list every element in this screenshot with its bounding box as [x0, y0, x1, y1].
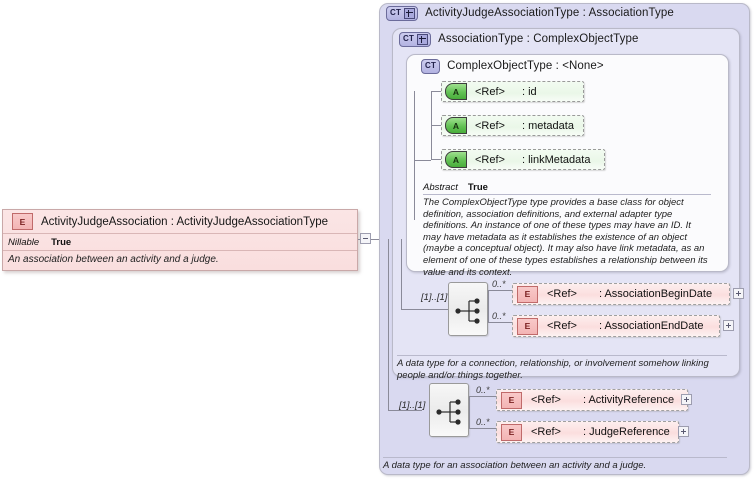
complextype-expand-icon[interactable]: CT [399, 31, 432, 47]
level1-branch-1 [469, 396, 496, 397]
level2-branch-1-riser [488, 290, 489, 310]
element-row-associationbegindate[interactable]: E <Ref> : AssociationBeginDate [512, 283, 730, 305]
level2-cardinality: [1]..[1] [421, 292, 448, 303]
abstract-key: Abstract [423, 182, 458, 193]
element-icon: E [12, 213, 33, 230]
property-value: True [51, 236, 72, 248]
sequence-glyph [455, 298, 480, 324]
attribute-branch-1 [431, 91, 441, 92]
attribute-name: : id [521, 85, 537, 98]
element-icon: E [517, 317, 538, 335]
attribute-row-linkmetadata[interactable]: A <Ref> : linkMetadata [441, 149, 605, 170]
complextype-label-level2: AssociationType : ComplexObjectType [438, 33, 639, 45]
sequence-glyph [436, 399, 461, 425]
complextype-header-level3[interactable]: CT ComplexObjectType : <None> [421, 58, 604, 74]
attribute-row-id[interactable]: A <Ref> : id [441, 81, 584, 102]
attribute-name: : linkMetadata [521, 153, 591, 166]
level2-occurrence-1: 0..* [492, 279, 506, 289]
abstract-row: Abstract True [423, 181, 711, 195]
level2-compositor-stem [401, 309, 448, 310]
connector-toggle-to-panel [371, 239, 380, 240]
element-name: : AssociationBeginDate [598, 288, 713, 300]
level1-branch-1-riser [469, 396, 470, 411]
ct-badge-text: CT [390, 8, 402, 17]
plus-icon[interactable] [404, 7, 416, 19]
level1-occurrence-2: 0..* [476, 417, 490, 427]
element-name: : AssociationEndDate [598, 320, 704, 332]
root-element-title: ActivityJudgeAssociation : ActivityJudge… [41, 215, 329, 228]
attribute-ref: <Ref> [475, 119, 505, 132]
level1-cardinality: [1]..[1] [399, 400, 426, 411]
element-ref: <Ref> [531, 426, 561, 438]
root-element-header: E ActivityJudgeAssociation : ActivityJud… [3, 210, 357, 234]
ct-badge-text: CT [403, 34, 415, 43]
element-name: : ActivityReference [582, 394, 675, 406]
expand-toggle-activityreference[interactable] [681, 394, 692, 405]
element-name: : JudgeReference [582, 426, 670, 438]
expand-toggle-associationbegindate[interactable] [733, 288, 744, 299]
attribute-name: : metadata [521, 119, 574, 132]
level2-compositor-spine [401, 239, 402, 309]
level2-branch-2-riser [488, 309, 489, 323]
level2-branch-1 [488, 290, 512, 291]
expand-toggle-associationenddate[interactable] [723, 320, 734, 331]
level2-occurrence-2: 0..* [492, 311, 506, 321]
abstract-value: True [467, 182, 488, 193]
attribute-icon: A [445, 83, 467, 100]
complexobjecttype-documentation: The ComplexObjectType type provides a ba… [423, 197, 708, 278]
complextype-badge: CT [421, 58, 441, 74]
element-row-associationenddate[interactable]: E <Ref> : AssociationEndDate [512, 315, 720, 337]
attribute-branch-2 [431, 125, 441, 126]
attribute-ref: <Ref> [475, 153, 505, 166]
sequence-icon[interactable] [429, 383, 469, 437]
attribute-branch-3 [431, 159, 441, 160]
complextype-label-level3: ComplexObjectType : <None> [447, 60, 604, 72]
root-element-box[interactable]: E ActivityJudgeAssociation : ActivityJud… [2, 209, 358, 271]
root-element-documentation: An association between an activity and a… [8, 254, 219, 265]
root-element-property-nillable: Nillable True [3, 234, 357, 251]
element-icon: E [501, 423, 522, 441]
element-icon: E [517, 285, 538, 303]
plus-icon[interactable] [417, 33, 429, 45]
level1-occurrence-1: 0..* [476, 385, 490, 395]
level1-compositor-stem [388, 410, 422, 411]
element-row-judgereference[interactable]: E <Ref> : JudgeReference [496, 421, 679, 443]
level1-compositor-spine [388, 239, 389, 410]
attribute-icon: A [445, 117, 467, 134]
attribute-ref: <Ref> [475, 85, 505, 98]
level2-branch-2 [488, 322, 512, 323]
property-key: Nillable [8, 236, 40, 248]
collapse-toggle-root[interactable] [360, 233, 371, 244]
level1-branch-2 [469, 428, 496, 429]
ct-badge-text: CT [425, 61, 437, 70]
level1-branch-2-riser [469, 410, 470, 429]
attribute-tree-stem [414, 160, 431, 161]
expand-toggle-judgereference[interactable] [678, 426, 689, 437]
complexobjecttype-doc-block: Abstract True The ComplexObjectType type… [423, 181, 711, 278]
complextype-header-level2[interactable]: CT AssociationType : ComplexObjectType [399, 31, 638, 47]
sequence-icon[interactable] [448, 282, 488, 336]
attribute-row-metadata[interactable]: A <Ref> : metadata [441, 115, 584, 136]
attribute-tree-spine [414, 91, 415, 220]
element-ref: <Ref> [547, 320, 577, 332]
activityjudgeassociationtype-documentation: A data type for an association between a… [383, 457, 727, 472]
complextype-expand-icon[interactable]: CT [386, 5, 419, 21]
complextype-label-level1: ActivityJudgeAssociationType : Associati… [425, 7, 674, 19]
element-row-activityreference[interactable]: E <Ref> : ActivityReference [496, 389, 688, 411]
attribute-icon: A [445, 151, 467, 168]
associationtype-documentation: A data type for a connection, relationsh… [397, 355, 727, 381]
element-ref: <Ref> [531, 394, 561, 406]
element-icon: E [501, 391, 522, 409]
element-ref: <Ref> [547, 288, 577, 300]
complextype-header-level1[interactable]: CT ActivityJudgeAssociationType : Associ… [386, 5, 674, 21]
